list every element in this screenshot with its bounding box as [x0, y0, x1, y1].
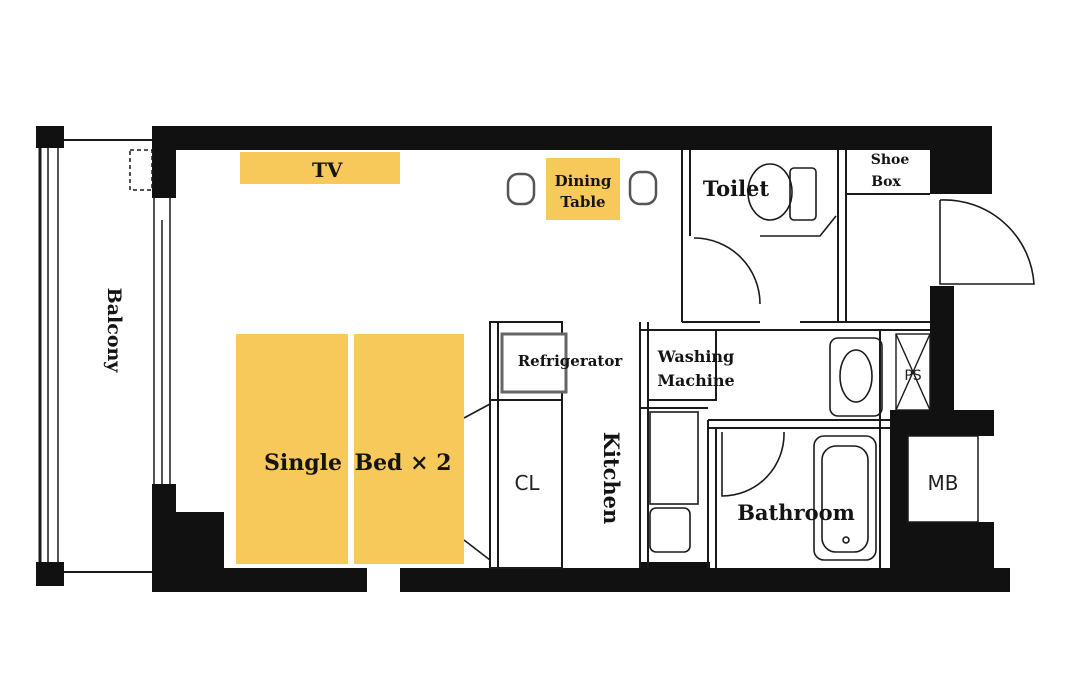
dining-label-line1: Dining — [555, 172, 612, 190]
kitchen-label: Kitchen — [599, 432, 624, 525]
left-wall-upper — [152, 126, 176, 198]
single-bed-2 — [354, 334, 464, 564]
tv-label: TV — [312, 158, 343, 182]
shoe-box-label-line1: Shoe — [871, 152, 910, 168]
top-left-corner-wall — [36, 126, 64, 148]
right-wall-mid — [930, 286, 954, 414]
balcony — [38, 139, 152, 573]
entrance-door-swing — [939, 199, 1035, 285]
bathtub — [813, 435, 877, 561]
doors — [463, 199, 1035, 561]
refrigerator-label: Refrigerator — [518, 352, 624, 370]
bottom-wall-left — [152, 568, 367, 592]
bed-label-part2: Bed × 2 — [354, 450, 451, 476]
refrigerator — [500, 332, 568, 394]
bed-label-part1: Single — [264, 450, 342, 476]
dining-label-line2: Table — [560, 193, 605, 211]
tv-unit — [240, 152, 400, 184]
bath-fixtures — [649, 337, 883, 561]
interior-walls — [489, 150, 930, 569]
basin — [829, 337, 883, 417]
pipe-space-label: PS — [904, 368, 921, 384]
balcony-label: Balcony — [103, 288, 125, 374]
dining-table — [546, 158, 620, 220]
shoe-box-label-line2: Box — [871, 174, 901, 190]
bathroom-door-swing — [721, 431, 785, 497]
chair-right — [628, 170, 658, 206]
kitchen-sink — [649, 507, 691, 553]
top-wall — [152, 126, 992, 150]
meter-box-label: MB — [928, 471, 959, 495]
washing-machine-label-line2: Machine — [657, 371, 734, 390]
washing-machine-label-line1: Washing — [657, 347, 734, 366]
pipe-space — [895, 333, 931, 411]
bathroom-label: Bathroom — [737, 500, 855, 525]
exterior-walls — [36, 126, 1010, 592]
meter-box — [907, 435, 979, 523]
left-window — [129, 149, 171, 484]
single-bed-1 — [236, 334, 348, 564]
furniture — [236, 152, 658, 564]
closet-door-swing — [463, 403, 491, 561]
bath-wall-block — [640, 562, 710, 582]
bottom-left-corner-wall — [36, 562, 64, 586]
left-wall-block — [152, 512, 224, 568]
toilet-fixture — [747, 163, 837, 237]
right-wall-upper — [930, 126, 992, 194]
closet-label: CL — [514, 471, 540, 495]
toilet-label: Toilet — [703, 176, 770, 201]
mb-wall-left — [890, 410, 908, 592]
chair-left — [506, 172, 536, 206]
toilet-door-swing — [693, 237, 761, 305]
